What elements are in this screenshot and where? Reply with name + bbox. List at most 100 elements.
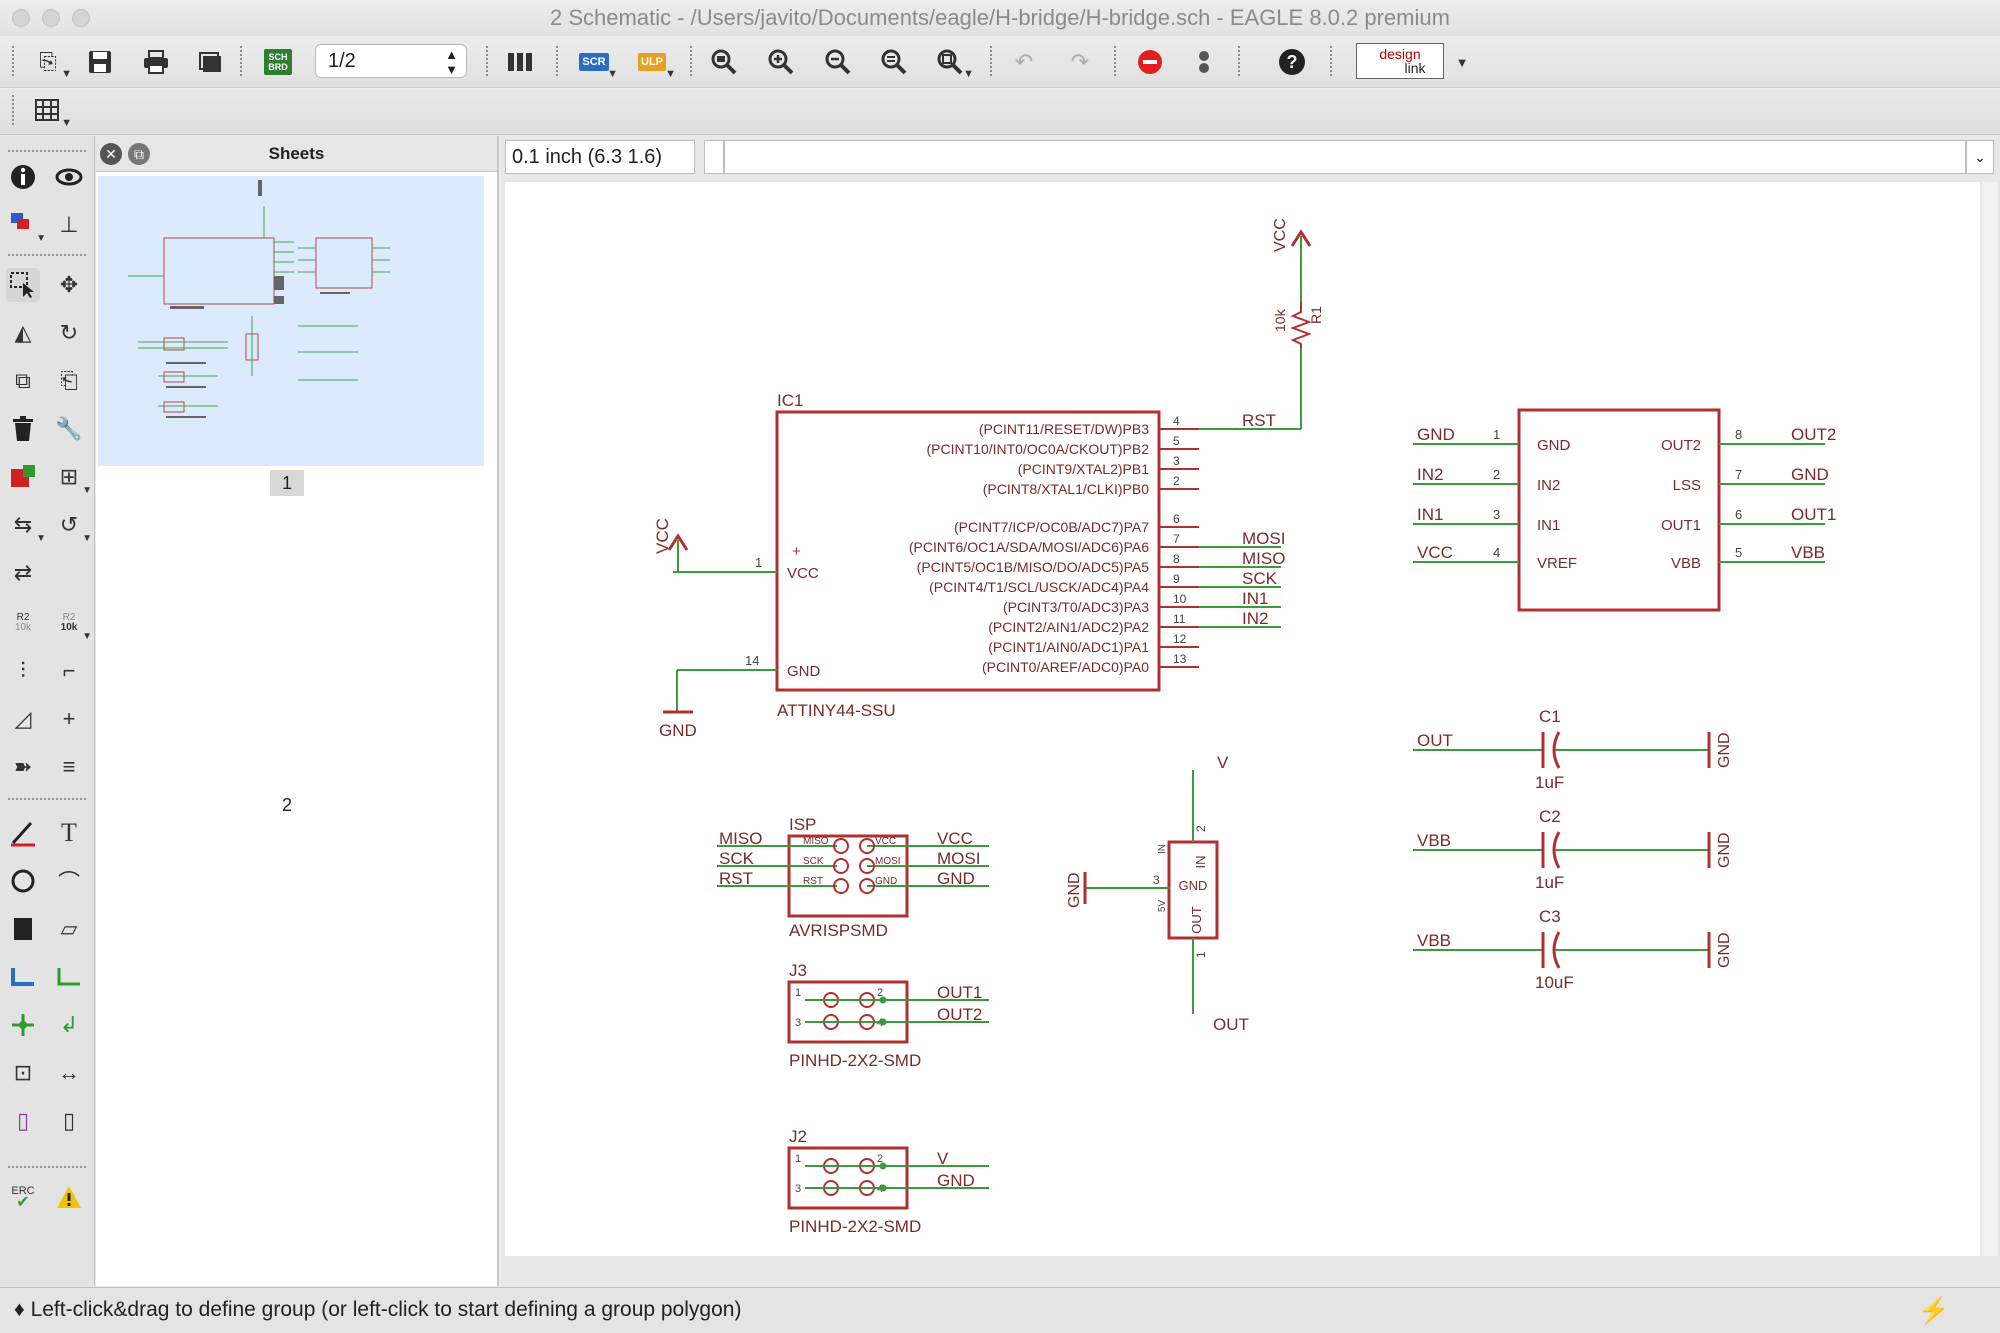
close-panel-icon[interactable]: ✕ bbox=[100, 143, 122, 165]
erc-icon[interactable]: ERC✔ bbox=[11, 1185, 35, 1211]
optimize-icon[interactable]: + bbox=[62, 706, 76, 731]
ic1-pin-num: 13 bbox=[1173, 652, 1187, 666]
sheet-2-label[interactable]: 2 bbox=[281, 795, 292, 815]
cam-icon[interactable] bbox=[192, 44, 228, 80]
grid-icon[interactable]: ▼ bbox=[30, 93, 72, 129]
j2-value: PINHD-2X2-SMD bbox=[789, 1217, 921, 1236]
save-icon[interactable] bbox=[82, 44, 118, 80]
arc-icon[interactable]: ⌒ bbox=[57, 870, 80, 895]
undo-icon[interactable]: ↶ bbox=[1014, 49, 1034, 74]
change-icon[interactable]: ≡ bbox=[62, 754, 76, 779]
wrench-icon[interactable]: 🔧 bbox=[55, 416, 83, 441]
mark-icon[interactable]: ⊥ bbox=[59, 212, 79, 237]
coordinate-display: 0.1 inch (6.3 1.6) bbox=[505, 140, 695, 174]
ic1-net-label: IN2 bbox=[1242, 609, 1268, 628]
ic1-value: ATTINY44-SSU bbox=[777, 701, 896, 720]
command-line-input[interactable] bbox=[724, 140, 1966, 174]
frame-icon[interactable]: ▯ bbox=[16, 1108, 30, 1133]
isp-pad bbox=[859, 858, 875, 874]
dimension-icon[interactable]: ↔ bbox=[58, 1060, 80, 1085]
text-icon[interactable]: T bbox=[61, 818, 77, 847]
vertical-scrollbar[interactable] bbox=[1982, 182, 1998, 1256]
open-icon[interactable]: ⎘▼ bbox=[39, 49, 72, 80]
rotate-icon[interactable]: ↻ bbox=[59, 320, 79, 345]
split-icon[interactable]: ⫶ bbox=[20, 658, 26, 683]
sheet-select[interactable]: 1/2 ▲▼ bbox=[315, 44, 467, 78]
script-icon[interactable]: SCR▼ bbox=[576, 44, 618, 80]
net-icon[interactable] bbox=[52, 960, 86, 994]
zoom-in-icon[interactable] bbox=[763, 44, 799, 80]
help-icon[interactable]: ? bbox=[1274, 44, 1310, 80]
float-panel-icon[interactable]: ⧉ bbox=[128, 143, 150, 165]
minimize-window-button[interactable] bbox=[42, 9, 60, 27]
circle-icon[interactable] bbox=[6, 864, 40, 898]
layers-icon[interactable]: ▼ bbox=[6, 208, 46, 244]
j3-value: PINHD-2X2-SMD bbox=[789, 1051, 921, 1070]
ic1-vcc-supply-label: VCC bbox=[653, 518, 672, 554]
isp-pad bbox=[859, 878, 875, 894]
warning-icon[interactable] bbox=[52, 1180, 86, 1214]
go-icon[interactable] bbox=[1186, 44, 1222, 80]
close-window-button[interactable] bbox=[12, 9, 30, 27]
j3-net: OUT2 bbox=[937, 1005, 982, 1024]
designlink-button[interactable]: design link bbox=[1356, 43, 1444, 79]
mirror-icon[interactable]: ◭ bbox=[14, 320, 32, 345]
designlink-dropdown-icon[interactable]: ▼ bbox=[1455, 54, 1469, 70]
junction-icon[interactable] bbox=[6, 1008, 40, 1042]
ulp-icon[interactable]: ULP▼ bbox=[634, 44, 676, 80]
move-icon[interactable]: ✥ bbox=[59, 272, 79, 297]
j2-net: GND bbox=[937, 1171, 975, 1190]
paste-icon[interactable]: ⎗ bbox=[60, 368, 78, 393]
replace-icon[interactable]: ⊞▼ bbox=[59, 464, 92, 496]
cap-name: C2 bbox=[1539, 807, 1561, 826]
invoke-icon[interactable]: ↺▼ bbox=[59, 512, 92, 544]
command-indicator bbox=[704, 140, 724, 174]
cap-gnd-label: GND bbox=[1716, 932, 1733, 968]
show-icon[interactable] bbox=[52, 160, 86, 194]
line-icon[interactable] bbox=[6, 816, 40, 850]
zoom-redraw-icon[interactable] bbox=[876, 44, 912, 80]
info-icon[interactable] bbox=[6, 160, 40, 194]
sheet-1-thumbnail[interactable] bbox=[98, 176, 484, 466]
add-part-icon[interactable] bbox=[6, 460, 40, 494]
library-icon[interactable] bbox=[502, 44, 538, 80]
ic1-pin-num: 3 bbox=[1173, 454, 1180, 468]
driver-left-pin-num: 3 bbox=[1493, 507, 1500, 522]
smash-icon[interactable]: ➽ bbox=[13, 754, 33, 779]
print-icon[interactable] bbox=[138, 44, 174, 80]
group-select-icon[interactable] bbox=[6, 268, 40, 302]
copy-icon[interactable]: ⧉ bbox=[15, 368, 31, 393]
bus-icon[interactable] bbox=[6, 960, 40, 994]
sch-brd-switch-icon[interactable]: SCH BRD bbox=[260, 44, 296, 80]
driver-left-pin-name: VREF bbox=[1537, 555, 1577, 572]
sheet-1-label[interactable]: 1 bbox=[270, 470, 304, 496]
miter-icon[interactable]: ⌐ bbox=[62, 658, 76, 683]
label-icon[interactable]: ↲ bbox=[59, 1012, 79, 1037]
redo-icon[interactable]: ↷ bbox=[1070, 49, 1090, 74]
delete-icon[interactable] bbox=[6, 412, 40, 446]
zoom-fit-icon[interactable] bbox=[706, 44, 742, 80]
polygon-icon[interactable]: ▱ bbox=[60, 916, 78, 941]
stop-icon[interactable] bbox=[1132, 44, 1168, 80]
swap-gate-icon[interactable]: ⇆▼ bbox=[13, 512, 46, 544]
reg-gnd-label: GND bbox=[1066, 872, 1083, 908]
slice-icon[interactable]: ◿ bbox=[14, 706, 32, 731]
attribute-icon[interactable]: ⊡ bbox=[13, 1060, 33, 1085]
command-history-dropdown-icon[interactable]: ⌄ bbox=[1966, 140, 1994, 174]
zoom-out-icon[interactable] bbox=[820, 44, 856, 80]
ic1-net-label: RST bbox=[1242, 411, 1276, 430]
toolbar-separator bbox=[690, 46, 692, 78]
isp-pad bbox=[859, 838, 875, 854]
pinswap-icon[interactable]: ⇄ bbox=[13, 560, 33, 585]
j2-junction bbox=[879, 1162, 887, 1170]
rectangle-icon[interactable] bbox=[6, 912, 40, 946]
zoom-window-button[interactable] bbox=[72, 9, 90, 27]
vcc-arrow-icon bbox=[1290, 229, 1312, 247]
reg-pin-gnd: GND bbox=[1179, 878, 1208, 893]
module-icon[interactable]: ▯ bbox=[62, 1108, 76, 1133]
zoom-select-icon[interactable]: ▼ bbox=[932, 44, 974, 80]
